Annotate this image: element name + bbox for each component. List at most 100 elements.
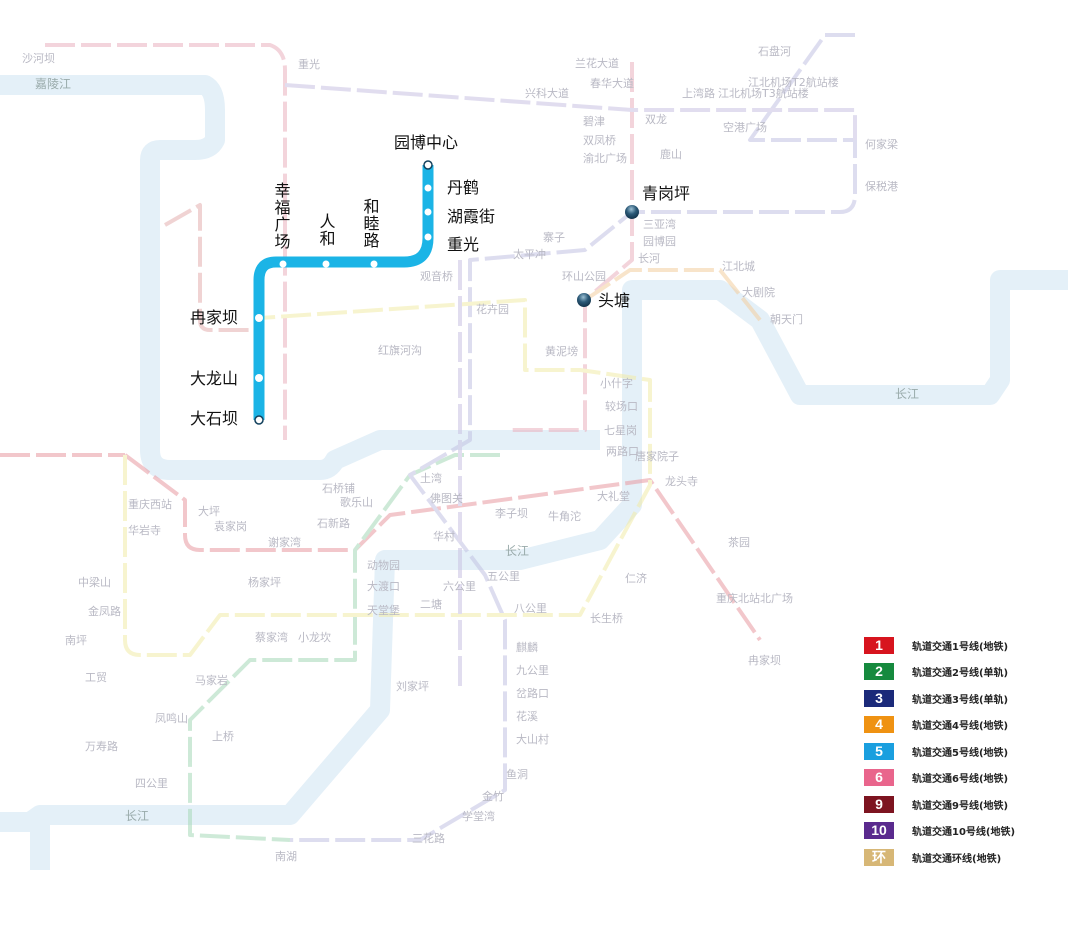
station-dot-chongguang[interactable] [424,233,432,241]
river-labels: 嘉陵江 长江 长江 长江 [35,77,919,823]
station-dot-danhe[interactable] [424,184,432,192]
station-label: 红旗河沟 [378,343,422,357]
station-label: 双龙 [645,113,667,126]
station-label: 歌乐山 [340,495,373,509]
station-label: 大礼堂 [597,489,630,503]
station-label: 七星岗 [604,424,637,437]
station-dot-xingfu[interactable] [279,260,287,268]
legend-label: 轨道交通9号线(地铁) [912,800,1009,812]
legend-badge: 3 [864,689,894,707]
river-label: 长江 [895,387,919,401]
station-label-yuanbo: 园博中心 [394,133,458,152]
station-label-qinggangping: 青岗坪 [642,184,690,203]
legend-label: 轨道交通1号线(地铁) [912,641,1009,653]
station-label: 花溪 [516,710,538,723]
station-label: 朝天门 [770,312,803,326]
station-label-huxiajie: 湖霞街 [447,207,495,226]
station-label-renhe: 人和 [317,213,336,247]
station-label: 刘家坪 [396,679,429,693]
station-label: 金竹 [482,789,504,803]
station-label: 凤鸣山 [155,711,188,725]
station-label: 大坪 [198,504,220,518]
station-label: 蔡家湾 [255,630,288,644]
station-label: 中梁山 [78,575,111,589]
station-label: 鱼洞 [506,767,528,781]
line-10 [284,83,857,140]
station-label: 江北机场T2航站楼 [748,75,839,89]
station-label: 二塘 [420,597,442,611]
station-dot-dashiba[interactable] [254,415,264,425]
station-label: 重光 [298,57,320,71]
station-label-helulu: 和睦路 [361,198,380,249]
station-label-ranjiaba: 冉家坝 [190,308,238,327]
station-label: 大山村 [516,732,549,746]
station-label: 六公里 [443,580,476,593]
station-label: 八公里 [514,602,547,615]
legend-badge: 6 [864,769,894,787]
station-label: 三花路 [412,832,445,845]
station-label: 动物园 [367,558,400,572]
faded-lines [0,33,857,842]
station-label: 工贸 [85,671,107,684]
station-label: 牛角沱 [548,509,581,523]
station-label: 大渡口 [367,579,400,593]
station-label: 华村 [433,529,455,543]
legend-label: 轨道交通3号线(单轨) [912,694,1009,706]
station-label: 春华大道 [590,76,634,90]
station-label: 万寿路 [85,739,118,753]
station-label: 江北机场T3航站楼 [718,86,809,100]
station-label: 石新路 [317,516,350,530]
station-label: 沙河坝 [22,51,55,65]
rivers [0,75,1068,870]
line-ring [123,298,652,657]
station-label: 麒麟 [516,640,538,654]
station-label: 双凤桥 [583,134,616,147]
legend-label: 轨道交通2号线(单轨) [912,668,1009,680]
station-dot-ranjiaba[interactable] [255,314,263,322]
station-dot-huxiajie[interactable] [424,208,432,216]
station-label: 九公里 [516,664,549,677]
line-3 [290,33,857,842]
station-label: 两路口 [606,445,639,458]
line-5-highlight [253,165,434,420]
station-label: 李子坝 [495,506,528,520]
faint-station-labels: 沙河坝 兰花大道 春华大道 兴科大道 双龙 碧津 双凤桥 渝北广场 鹿山 空港广… [22,44,898,863]
station-label: 仁济 [625,571,647,585]
station-label: 长生桥 [590,611,623,625]
station-label-toutang: 头塘 [598,291,630,310]
yangtze-river [0,270,1068,832]
station-label: 龙头寺 [665,475,698,488]
legend-badge: 5 [864,742,894,760]
station-dot-yuanbo[interactable] [423,160,433,170]
station-label: 石盘河 [758,44,791,58]
station-dot-helulu[interactable] [370,260,378,268]
station-dot-dalongshan[interactable] [255,374,263,382]
station-label: 石桥铺 [322,482,355,495]
river-label: 嘉陵江 [35,77,71,91]
station-label-dashiba: 大石坝 [190,409,238,428]
station-label: 观音桥 [420,269,453,283]
station-label: 土湾 [420,471,442,485]
line-5-station-labels: 园博中心 丹鹤 湖霞街 重光 和睦路 人和 幸福广场 冉家坝 大龙山 大石坝 [190,133,495,428]
station-label: 南湖 [275,850,297,863]
station-label: 谢家湾 [268,535,301,549]
station-label: 佛图关 [430,491,463,505]
station-label: 兴科大道 [525,86,569,100]
station-label: 袁家岗 [214,519,247,533]
legend-badge: 9 [864,795,894,813]
station-label: 园博园 [643,235,676,248]
station-dot-renhe[interactable] [322,260,330,268]
station-label: 太平冲 [513,247,546,261]
station-label: 渝北广场 [583,151,627,165]
marker-qinggangping[interactable] [625,205,639,219]
station-label: 黄泥塝 [545,344,578,358]
marker-toutang[interactable] [577,293,591,307]
station-label: 空港广场 [723,120,767,134]
